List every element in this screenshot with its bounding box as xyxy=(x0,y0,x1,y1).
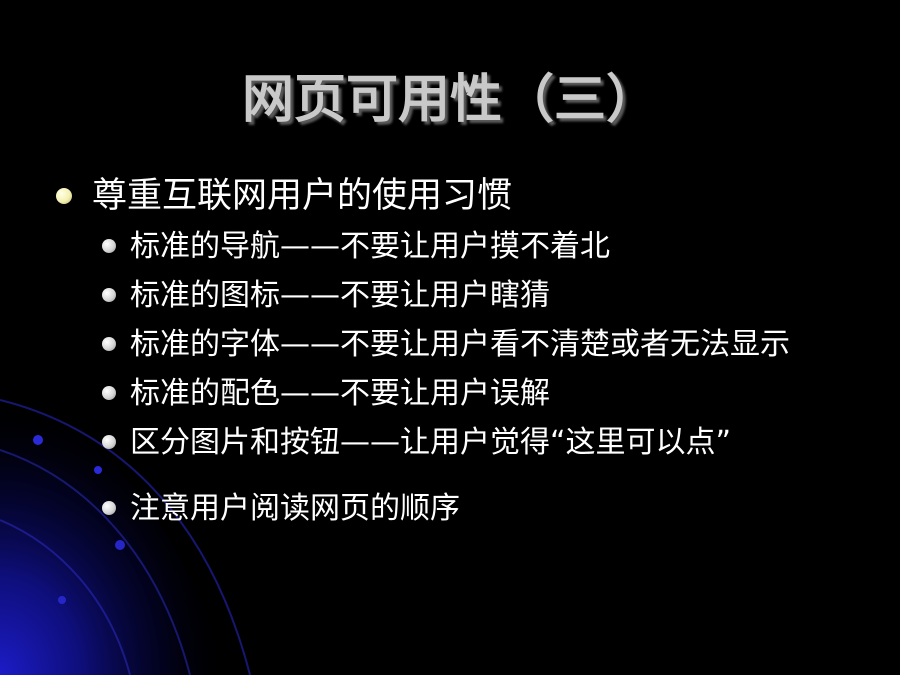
blue-dot-4 xyxy=(58,596,66,604)
blue-dot-2 xyxy=(94,466,102,474)
list-item-text: 注意用户阅读网页的顺序 xyxy=(130,491,460,526)
list-item: 标准的图标——不要让用户瞎猜 xyxy=(100,271,860,320)
round-bullet-icon xyxy=(102,337,116,351)
slide-title: 网页可用性（三） xyxy=(241,70,658,130)
list-item: 标准的配色——不要让用户误解 xyxy=(100,369,860,418)
list-item: 标准的导航——不要让用户摸不着北 xyxy=(100,222,860,271)
list-spacer xyxy=(100,467,860,484)
list-item-text: 标准的字体——不要让用户看不清楚或者无法显示 xyxy=(130,327,790,362)
blue-arc-3 xyxy=(0,519,131,675)
round-bullet-icon xyxy=(102,435,116,449)
level1-bullet-item: 尊重互联网用户的使用习惯 xyxy=(56,173,512,219)
round-bullet-icon xyxy=(102,386,116,400)
list-item-text: 区分图片和按钮——让用户觉得“这里可以点” xyxy=(130,425,732,460)
blue-dot-1 xyxy=(33,435,43,445)
blue-dot-3 xyxy=(115,540,125,550)
sub-bullet-list: 标准的导航——不要让用户摸不着北 标准的图标——不要让用户瞎猜 标准的字体——不… xyxy=(100,222,860,533)
blue-arc-2 xyxy=(0,449,191,675)
blue-swoosh xyxy=(0,395,230,675)
blue-arc-1 xyxy=(0,399,251,675)
level1-text: 尊重互联网用户的使用习惯 xyxy=(92,176,513,216)
round-bullet-icon xyxy=(102,501,116,515)
round-bullet-icon xyxy=(102,239,116,253)
list-item-text: 标准的图标——不要让用户瞎猜 xyxy=(130,278,550,313)
list-item-text: 标准的导航——不要让用户摸不着北 xyxy=(130,229,610,264)
list-item: 标准的字体——不要让用户看不清楚或者无法显示 xyxy=(100,320,860,369)
round-bullet-icon xyxy=(56,188,72,204)
list-item: 区分图片和按钮——让用户觉得“这里可以点” xyxy=(100,418,860,467)
list-item-text: 标准的配色——不要让用户误解 xyxy=(130,376,550,411)
round-bullet-icon xyxy=(102,288,116,302)
list-item: 注意用户阅读网页的顺序 xyxy=(100,484,860,533)
